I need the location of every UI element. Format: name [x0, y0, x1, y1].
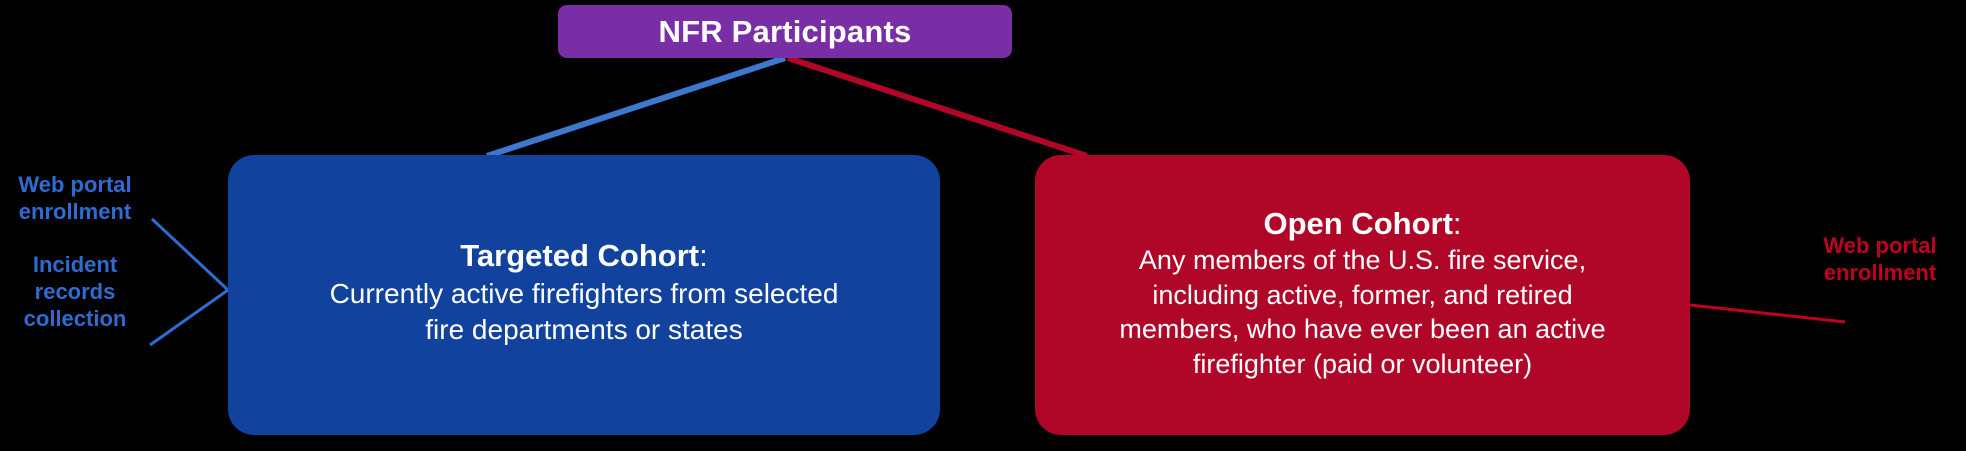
- connector-root-to-open: [787, 55, 1088, 159]
- node-nfr-participants-label: NFR Participants: [658, 14, 912, 49]
- node-open-cohort-heading: Open Cohort:: [1263, 205, 1461, 243]
- node-open-cohort-description-line-2: including active, former, and retired: [1152, 279, 1573, 310]
- connector-incident-records-to-targeted: [149, 288, 229, 347]
- annotation-web-portal-enrollment-left: Web portal enrollment: [2, 172, 148, 226]
- node-nfr-participants[interactable]: NFR Participants: [558, 5, 1012, 58]
- annotation-web-portal-enrollment-left-line-1: Web portal: [18, 172, 132, 197]
- annotation-web-portal-enrollment-right-line-2: enrollment: [1823, 259, 1937, 285]
- annotation-incident-records-collection-line-1: Incident: [32, 252, 118, 277]
- node-open-cohort-heading-colon: :: [1452, 205, 1462, 241]
- connector-web-portal-right-to-open: [1689, 303, 1846, 324]
- annotation-web-portal-enrollment-right: Web portal enrollment: [1800, 233, 1960, 287]
- node-targeted-cohort-description-line-2: fire departments or states: [425, 314, 743, 346]
- annotation-web-portal-enrollment-right-line-1: Web portal: [1823, 233, 1937, 258]
- annotation-incident-records-collection-line-3: collection: [23, 305, 127, 331]
- annotation-web-portal-enrollment-left-line-2: enrollment: [18, 198, 132, 224]
- node-open-cohort[interactable]: Open Cohort: Any members of the U.S. fir…: [1035, 155, 1690, 435]
- connector-root-to-targeted: [486, 55, 786, 159]
- connector-web-portal-left-to-targeted: [150, 217, 230, 292]
- node-open-cohort-description-line-1: Any members of the U.S. fire service,: [1138, 245, 1587, 276]
- node-open-cohort-description-line-3: members, who have ever been an active: [1119, 314, 1606, 345]
- node-open-cohort-description-line-4: firefighter (paid or volunteer): [1192, 348, 1533, 379]
- node-targeted-cohort-heading-text: Targeted Cohort: [460, 238, 700, 274]
- node-targeted-cohort-heading: Targeted Cohort:: [460, 237, 707, 275]
- annotation-incident-records-collection-line-2: records: [34, 278, 116, 304]
- node-targeted-cohort-description-line-1: Currently active firefighters from selec…: [329, 278, 839, 310]
- node-targeted-cohort[interactable]: Targeted Cohort: Currently active firefi…: [228, 155, 940, 435]
- node-open-cohort-heading-text: Open Cohort: [1263, 205, 1453, 241]
- node-targeted-cohort-heading-colon: :: [699, 238, 708, 274]
- annotation-incident-records-collection: Incident records collection: [2, 252, 148, 332]
